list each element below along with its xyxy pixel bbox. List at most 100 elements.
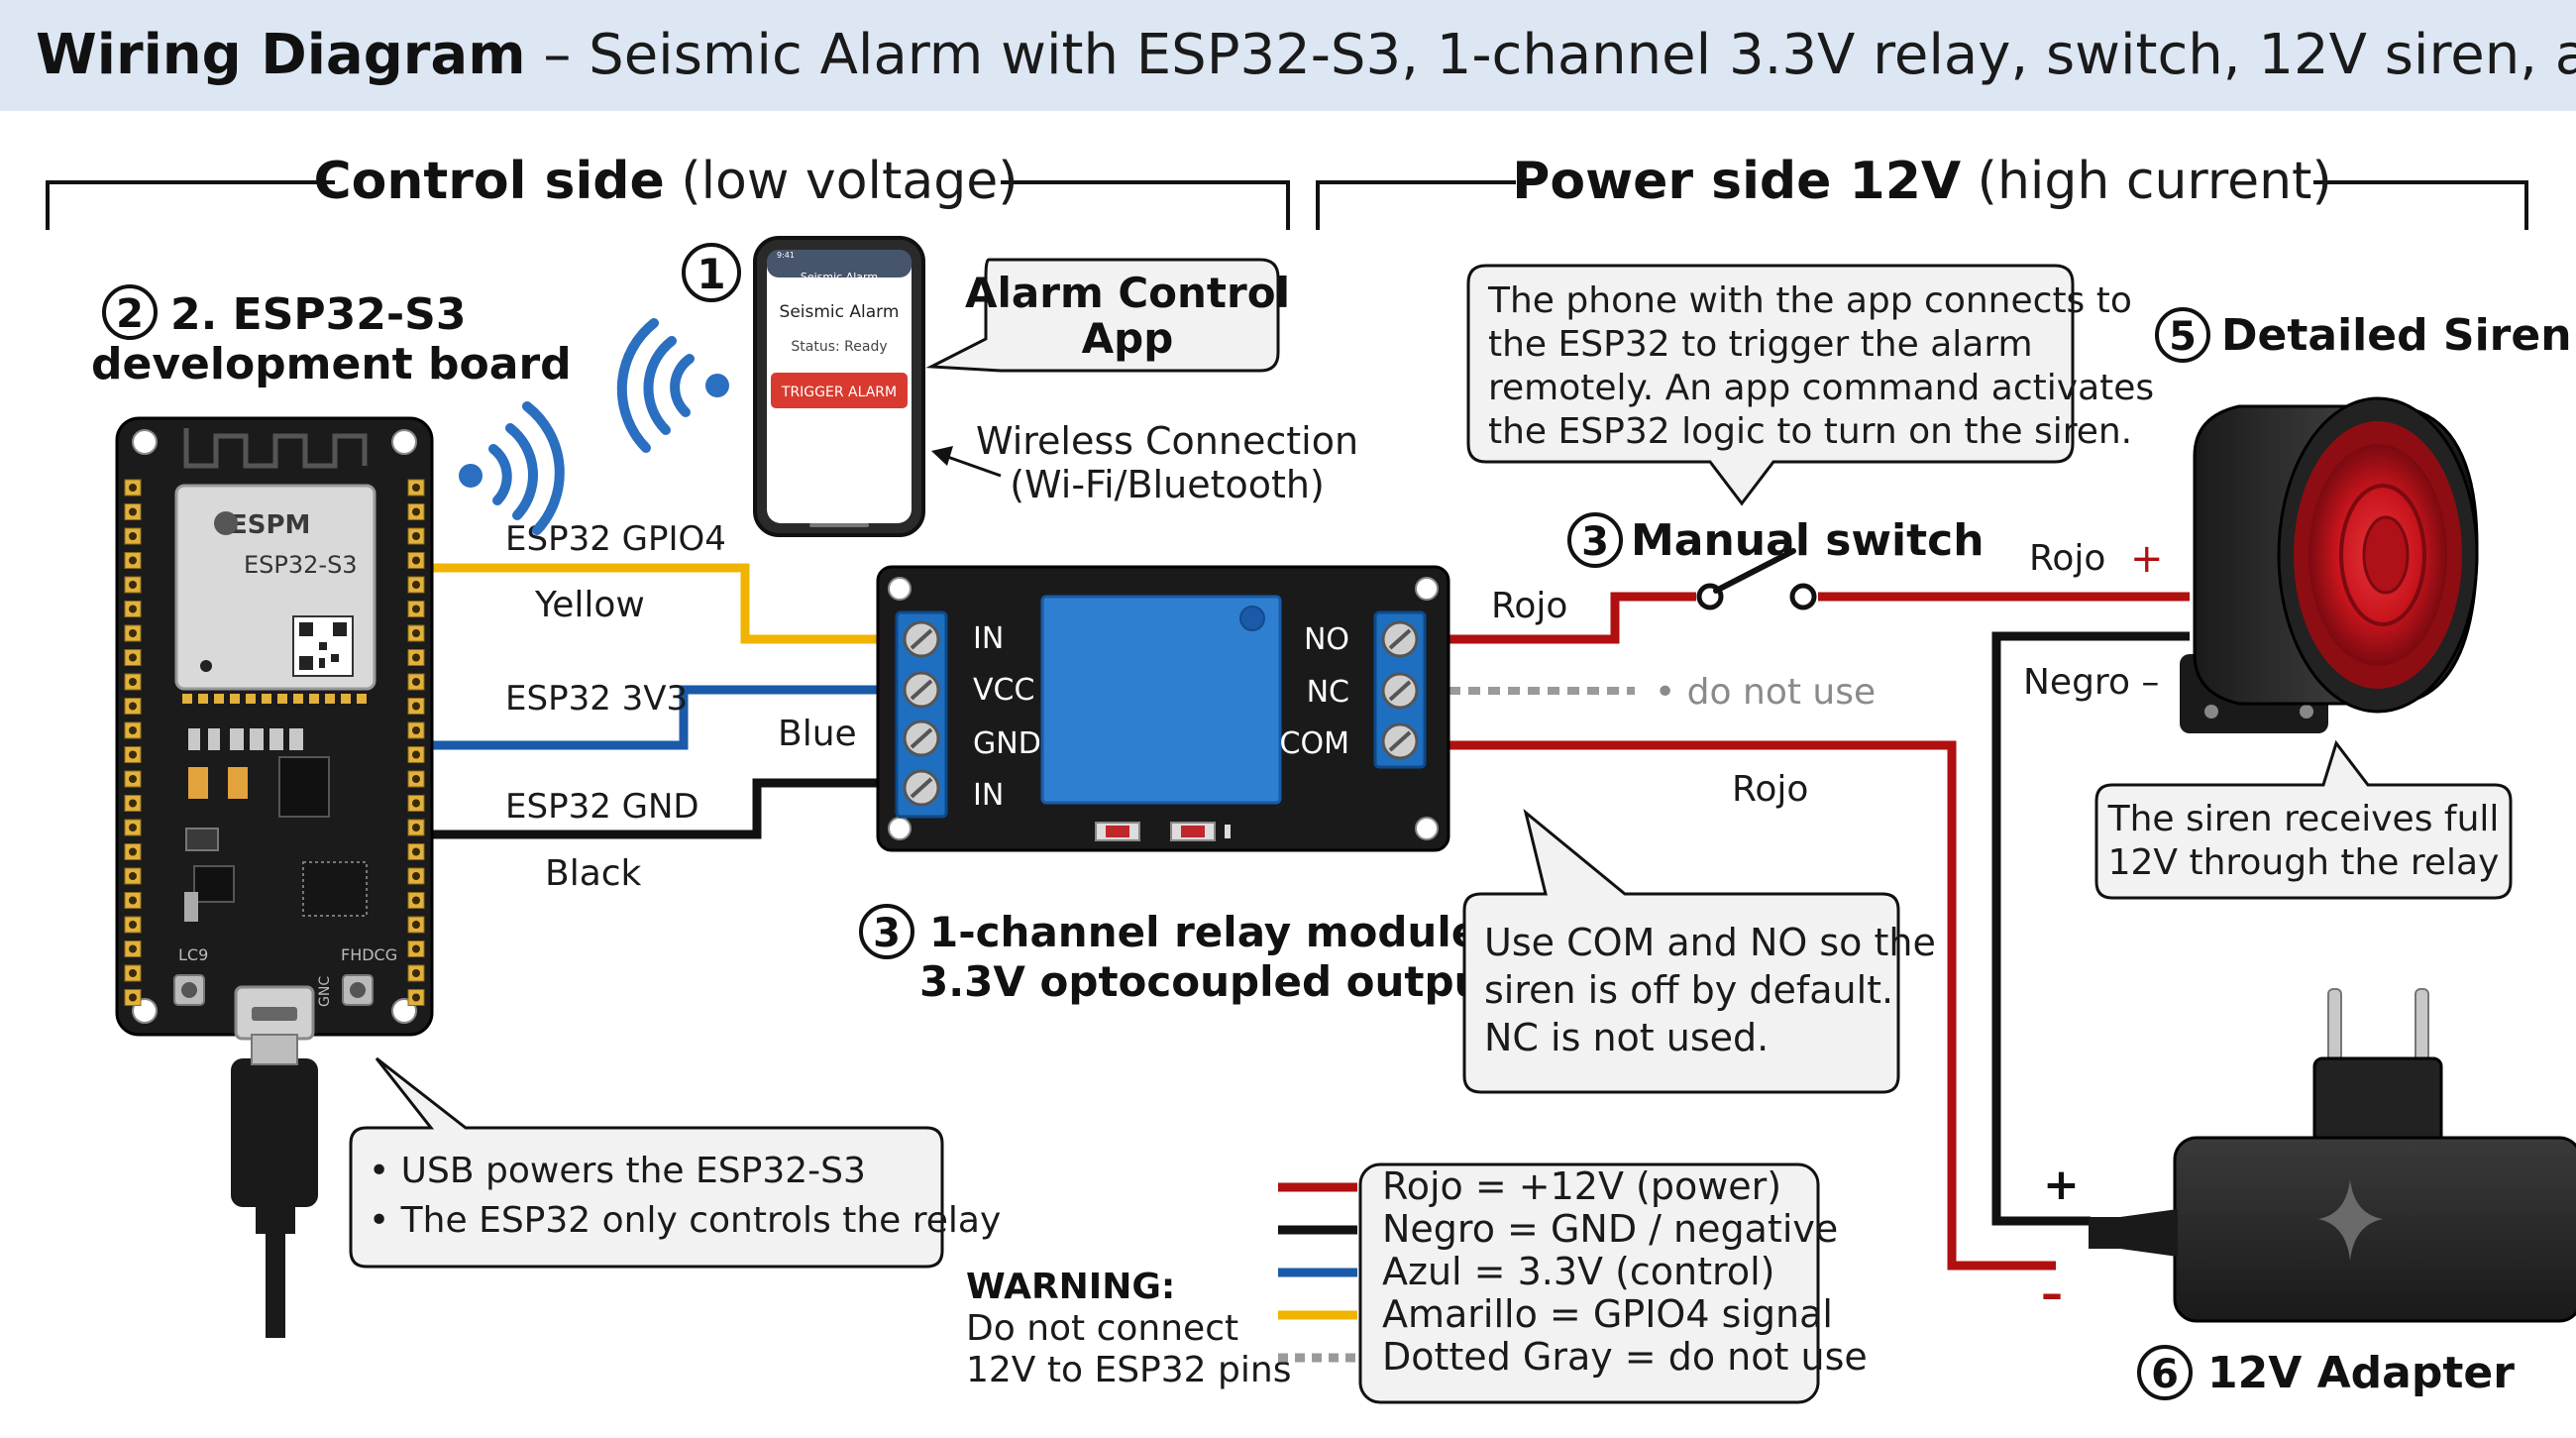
label-no-rojo: Rojo xyxy=(1491,586,1567,626)
wire-com-red xyxy=(1429,740,2056,1271)
relay-note-line2: siren is off by default. xyxy=(1484,968,1893,1012)
switch-label: Manual switch xyxy=(1631,515,1985,566)
gnd-silk-text: GNC xyxy=(317,976,333,1007)
legend-label-2: Azul = 3.3V (control) xyxy=(1382,1250,1774,1293)
adapter-minus: – xyxy=(2041,1269,2063,1319)
usb-note: • USB powers the ESP32-S3 • The ESP32 on… xyxy=(349,1056,1001,1269)
wireless-connection: Wireless Connection (Wi-Fi/Bluetooth) xyxy=(931,419,1358,506)
svg-text:5: 5 xyxy=(2169,314,2197,360)
label-siren-rojo: Rojo xyxy=(2029,538,2105,579)
switch-lever[interactable] xyxy=(1713,548,1796,594)
phone: 1 9:41 Seismic Alarm Seismic Alarm Statu… xyxy=(682,236,925,537)
wire-gnd-black xyxy=(432,778,897,839)
label-siren-negro: Negro – xyxy=(2023,662,2159,703)
siren-note-line2: 12V through the relay xyxy=(2108,842,2500,883)
app-callout-line1: Alarm Control xyxy=(965,269,1290,317)
phone-note-line1: The phone with the app connects to xyxy=(1487,280,2132,321)
badge-6 xyxy=(2137,1345,2193,1400)
phone-note-line3: remotely. An app command activates xyxy=(1488,368,2154,408)
esp32-label-line1: 2. ESP32-S3 xyxy=(170,289,466,340)
app-title: Seismic Alarm xyxy=(780,302,900,322)
app-header-title: Seismic Alarm xyxy=(801,271,878,283)
title-bar xyxy=(0,0,2576,111)
esp32-board: ESPM ESP32-S3 LC9 FHDCG GNC xyxy=(115,416,434,1041)
header-pins-right xyxy=(407,479,425,1006)
label-com-rojo: Rojo xyxy=(1732,769,1808,810)
relay-pin-nc: NC xyxy=(1307,675,1349,710)
phone-note-line2: the ESP32 to trigger the alarm xyxy=(1488,324,2033,365)
espressif-logo-icon xyxy=(214,511,238,535)
wifi-icon-phone xyxy=(616,318,729,453)
app-status: Status: Ready xyxy=(791,339,887,355)
app-callout: Alarm Control App xyxy=(925,258,1290,373)
label-esp32-3v3: ESP32 3V3 xyxy=(505,679,688,719)
badge-3-switch xyxy=(1567,512,1623,568)
input-terminal-block xyxy=(895,610,948,819)
relay-module: IN VCC GND IN NO NC COM xyxy=(876,565,1450,852)
trigger-alarm-label: TRIGGER ALARM xyxy=(781,385,897,400)
wireless-line1: Wireless Connection xyxy=(976,419,1358,463)
label-yellow: Yellow xyxy=(534,585,645,625)
control-side-header: Control side (low voltage) xyxy=(46,152,1290,230)
relay-pin-vcc: VCC xyxy=(973,673,1034,708)
badge-5 xyxy=(2155,307,2210,363)
adapter-logo-icon xyxy=(2318,1179,2383,1261)
wifi-icon-esp32 xyxy=(459,401,565,535)
relay-label-line1: 1-channel relay module, xyxy=(929,908,1495,956)
app-header-bar xyxy=(767,250,912,277)
legend-label-3: Amarillo = GPIO4 signal xyxy=(1382,1292,1833,1336)
adapter: + – 6 12V Adapter xyxy=(2041,988,2576,1400)
legend: Rojo = +12V (power)Negro = GND / negativ… xyxy=(1278,1162,1868,1404)
esp32-label-line2: development board xyxy=(91,339,572,389)
wireless-line2: (Wi-Fi/Bluetooth) xyxy=(1010,463,1325,506)
page-title: Wiring Diagram – Seismic Alarm with ESP3… xyxy=(36,23,2576,87)
label-blue: Blue xyxy=(778,714,857,754)
legend-label-0: Rojo = +12V (power) xyxy=(1382,1164,1781,1208)
trigger-alarm-button[interactable] xyxy=(771,373,908,408)
relay-pin-no: NO xyxy=(1304,622,1349,657)
phone-note-line4: the ESP32 logic to turn on the siren. xyxy=(1488,411,2132,452)
svg-text:6: 6 xyxy=(2151,1352,2179,1397)
legend-box xyxy=(1358,1162,1820,1404)
warning-line2: 12V to ESP32 pins xyxy=(966,1350,1291,1390)
siren: 5 Detailed Siren xyxy=(2155,307,2572,733)
svg-text:2: 2 xyxy=(116,291,144,337)
siren-note: The siren receives full 12V through the … xyxy=(2094,739,2513,900)
wire-3v3-blue xyxy=(432,685,897,750)
siren-label: Detailed Siren xyxy=(2221,310,2572,361)
badge-1 xyxy=(682,243,741,302)
module-pads xyxy=(182,694,367,704)
manual-switch: 3 Manual switch xyxy=(1567,512,1985,610)
label-nc-do-not-use: • do not use xyxy=(1655,672,1876,713)
label-siren-plus: + xyxy=(2130,536,2164,582)
header-pins-left xyxy=(124,479,142,1006)
label-black: Black xyxy=(545,853,642,894)
esp32-label: 2 2. ESP32-S3 development board xyxy=(91,284,572,389)
svg-text:3: 3 xyxy=(1581,519,1609,565)
title-bold: Wiring Diagram xyxy=(36,23,526,87)
phone-note: The phone with the app connects to the E… xyxy=(1466,264,2154,506)
wire-siren-negative-black xyxy=(1991,631,2190,1226)
svg-text:3: 3 xyxy=(873,911,901,956)
adapter-label: 12V Adapter xyxy=(2207,1348,2515,1398)
title-rest: – Seismic Alarm with ESP32-S3, 1-channel… xyxy=(526,23,2576,87)
usb-note-line1: • USB powers the ESP32-S3 xyxy=(369,1151,866,1191)
relay-label-line2: 3.3V optocoupled output xyxy=(919,957,1504,1006)
button-label-left: LC9 xyxy=(178,945,208,964)
control-side-title: Control side (low voltage) xyxy=(313,152,1018,211)
badge-2 xyxy=(102,284,158,340)
legend-label-1: Negro = GND / negative xyxy=(1382,1207,1838,1251)
relay-label: 3 1-channel relay module, 3.3V optocoupl… xyxy=(859,904,1504,1006)
relay-pin-gnd: GND xyxy=(973,726,1041,761)
svg-text:1: 1 xyxy=(697,250,725,298)
antenna-trace xyxy=(183,428,368,469)
usb-note-line2: • The ESP32 only controls the relay xyxy=(369,1200,1001,1241)
warning-line1: Do not connect xyxy=(966,1308,1238,1349)
power-side-header: Power side 12V (high current) xyxy=(1316,152,2528,230)
relay-note-line1: Use COM and NO so the xyxy=(1484,921,1936,964)
relay-note-line3: NC is not used. xyxy=(1484,1016,1769,1059)
phone-time: 9:41 xyxy=(777,251,795,260)
chip-model: ESP32-S3 xyxy=(244,551,358,579)
